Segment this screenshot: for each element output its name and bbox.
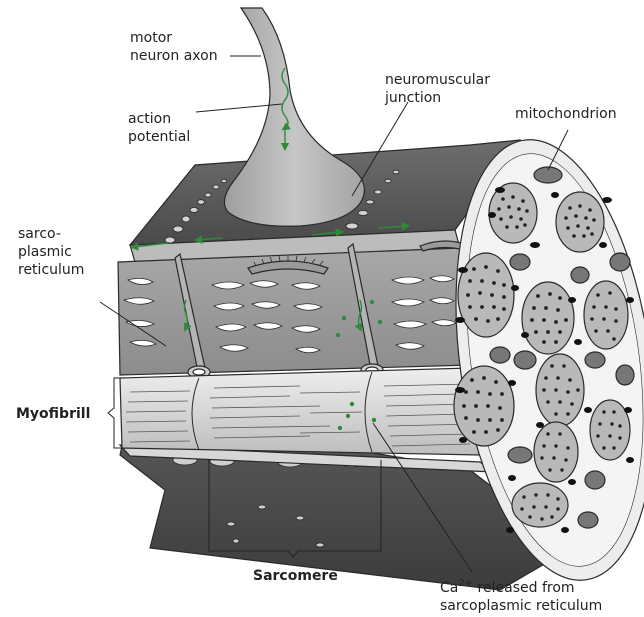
label-action-potential: action potential: [128, 111, 190, 145]
label-calcium-release: Ca2+ released from sarcoplasmic reticulu…: [440, 578, 602, 614]
motor-neuron-axon: [224, 8, 364, 226]
label-neuromuscular-junction: neuromuscular junction: [384, 72, 494, 106]
label-sarcoplasmic-reticulum: sarco- plasmic reticulum: [18, 226, 84, 278]
label-sarcomere: Sarcomere: [253, 568, 338, 584]
label-mitochondrion: mitochondrion: [515, 106, 617, 122]
label-motor-neuron-axon: motor neuron axon: [130, 30, 218, 64]
label-myofibrill: Myofibrill: [16, 406, 90, 422]
